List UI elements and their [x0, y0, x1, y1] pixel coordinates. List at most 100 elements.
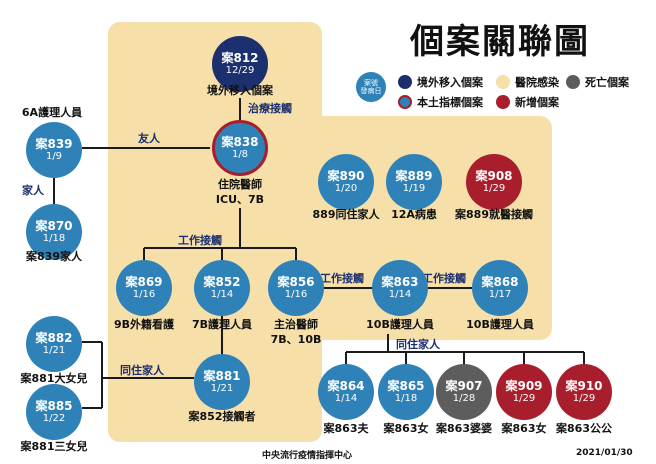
case-date: 1/29 — [572, 393, 596, 404]
case-caption-870: 案839家人 — [26, 250, 82, 263]
page-title: 個案關聯圖 — [410, 22, 590, 62]
case-caption-882: 案881大女兒 — [20, 372, 88, 385]
case-id: 案864 — [327, 379, 365, 393]
case-date: 1/28 — [452, 393, 476, 404]
case-node-869: 案869 1/16 — [116, 260, 172, 316]
case-id: 案890 — [327, 169, 365, 183]
case-node-868: 案868 1/17 — [472, 260, 528, 316]
case-caption-856-role: 主治醫師 — [274, 318, 318, 331]
footer-source: 中央流行疫情指揮中心 — [262, 451, 353, 461]
case-caption-869: 9B外籍看護 — [113, 318, 175, 331]
case-caption-839: 6A護理人員 — [21, 106, 83, 119]
relation-work-838: 工作接觸 — [178, 234, 222, 247]
case-node-863: 案863 1/14 — [372, 260, 428, 316]
case-node-885: 案885 1/22 — [26, 384, 82, 440]
case-node-909: 案909 1/29 — [496, 364, 552, 420]
legend-new-label: 新增個案 — [515, 96, 559, 109]
case-node-908: 案908 1/29 — [466, 154, 522, 210]
legend-sample-date-label: 發病日 — [360, 87, 382, 95]
relation-work-856: 工作接觸 — [320, 272, 364, 285]
case-id: 案870 — [35, 219, 73, 233]
case-id: 案889 — [395, 169, 433, 183]
legend-item-imported: 境外移入個案 — [398, 74, 483, 90]
case-id: 案881 — [203, 369, 241, 383]
case-node-856: 案856 1/16 — [268, 260, 324, 316]
case-id: 案909 — [505, 379, 543, 393]
case-caption-908: 案889就醫接觸 — [455, 208, 533, 221]
navy-dot-icon — [398, 75, 412, 89]
case-date: 1/29 — [482, 183, 506, 194]
relation-cohabit-863: 同住家人 — [396, 338, 440, 351]
case-node-838: 案838 1/8 — [212, 120, 268, 176]
case-caption-838-role: 住院醫師 — [218, 178, 262, 191]
case-caption-907: 案863婆婆 — [436, 422, 492, 435]
case-caption-885: 案881三女兒 — [20, 440, 88, 453]
case-node-907: 案907 1/28 — [436, 364, 492, 420]
legend-item-hospital: 醫院感染 — [496, 74, 559, 90]
case-node-839: 案839 1/9 — [26, 122, 82, 178]
relation-friend: 友人 — [138, 132, 160, 145]
case-date: 1/22 — [42, 413, 66, 424]
case-date: 1/14 — [210, 289, 234, 300]
case-date: 1/8 — [231, 149, 249, 160]
case-caption-838-ward: ICU、7B — [215, 193, 265, 206]
footer-date: 2021/01/30 — [576, 448, 633, 458]
case-id: 案907 — [445, 379, 483, 393]
case-date: 1/16 — [284, 289, 308, 300]
grey-dot-icon — [566, 75, 580, 89]
case-caption-812: 境外移入個案 — [207, 84, 273, 97]
relation-cohabit-881: 同住家人 — [120, 364, 164, 377]
case-date: 1/18 — [42, 233, 66, 244]
case-date: 1/14 — [388, 289, 412, 300]
case-caption-863: 10B護理人員 — [366, 318, 434, 331]
case-node-882: 案882 1/21 — [26, 316, 82, 372]
relation-treatment: 治療接觸 — [248, 102, 292, 115]
case-id: 案868 — [481, 275, 519, 289]
case-caption-881: 案852接觸者 — [188, 410, 256, 423]
case-date: 1/9 — [45, 151, 63, 162]
relation-family: 家人 — [22, 184, 44, 197]
case-caption-889: 12A病患 — [391, 208, 437, 221]
case-caption-864: 案863夫 — [323, 422, 369, 435]
legend-death-label: 死亡個案 — [585, 76, 629, 89]
case-id: 案812 — [221, 51, 259, 65]
case-id: 案852 — [203, 275, 241, 289]
relation-work-868: 工作接觸 — [422, 272, 466, 285]
case-date: 1/19 — [402, 183, 426, 194]
case-date: 1/21 — [210, 383, 234, 394]
case-caption-890: 889同住家人 — [312, 208, 380, 221]
case-node-889: 案889 1/19 — [386, 154, 442, 210]
case-node-865: 案865 1/18 — [378, 364, 434, 420]
case-id: 案865 — [387, 379, 425, 393]
case-date: 12/29 — [225, 65, 255, 76]
case-date: 1/20 — [334, 183, 358, 194]
legend-local-index-label: 本土指標個案 — [417, 96, 483, 109]
case-id: 案839 — [35, 137, 73, 151]
case-node-864: 案864 1/14 — [318, 364, 374, 420]
red-dot-icon — [496, 95, 510, 109]
legend-sample-case: 案號 發病日 — [356, 72, 386, 102]
case-caption-910: 案863公公 — [556, 422, 612, 435]
case-caption-865: 案863女 — [383, 422, 429, 435]
case-id: 案863 — [381, 275, 419, 289]
case-date: 1/18 — [394, 393, 418, 404]
case-node-870: 案870 1/18 — [26, 204, 82, 260]
case-node-852: 案852 1/14 — [194, 260, 250, 316]
case-id: 案908 — [475, 169, 513, 183]
legend-hospital-label: 醫院感染 — [515, 76, 559, 89]
case-caption-856-ward: 7B、10B — [270, 333, 322, 346]
case-date: 1/17 — [488, 289, 512, 300]
legend-imported-label: 境外移入個案 — [417, 76, 483, 89]
case-date: 1/29 — [512, 393, 536, 404]
case-id: 案838 — [221, 135, 259, 149]
legend-item-local-index: 本土指標個案 — [398, 94, 483, 110]
case-node-910: 案910 1/29 — [556, 364, 612, 420]
case-date: 1/16 — [132, 289, 156, 300]
case-id: 案910 — [565, 379, 603, 393]
case-caption-852: 7B護理人員 — [191, 318, 253, 331]
case-caption-868: 10B護理人員 — [466, 318, 534, 331]
case-id: 案882 — [35, 331, 73, 345]
legend-item-death: 死亡個案 — [566, 74, 629, 90]
case-node-881: 案881 1/21 — [194, 354, 250, 410]
